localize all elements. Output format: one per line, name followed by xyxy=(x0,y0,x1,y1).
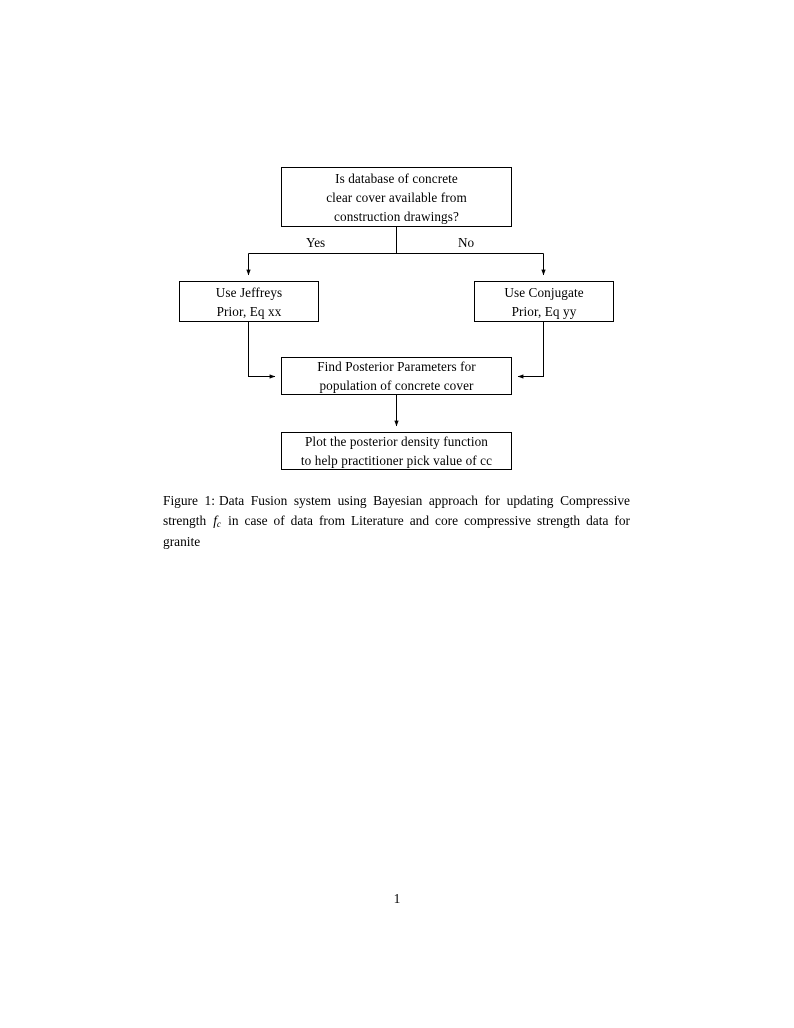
flow-node-find-posterior-parameters[interactable]: Find Posterior Parameters for population… xyxy=(281,357,512,395)
flow-node-jeffreys-prior[interactable]: Use Jeffreys Prior, Eq xx xyxy=(179,281,319,322)
node-question-line-3: construction drawings? xyxy=(334,208,459,224)
math-symbol-base: f xyxy=(213,513,217,529)
flowchart-connectors xyxy=(246,227,546,427)
figure-caption-math-symbol: fc xyxy=(212,513,222,531)
figure-caption-text-part-2: in case of data from Literature and core… xyxy=(163,513,630,550)
flow-node-plot-posterior-density[interactable]: Plot the posterior density function to h… xyxy=(281,432,512,470)
flow-node-conjugate-prior[interactable]: Use Conjugate Prior, Eq yy xyxy=(474,281,614,322)
figure-1-flowchart: Is database of concrete clear cover avai… xyxy=(0,0,794,490)
node-conjugate-line-1: Use Conjugate xyxy=(504,284,584,300)
page-number: 1 xyxy=(393,891,401,906)
figure-caption-label: Figure 1: xyxy=(163,493,215,508)
node-question-line-1: Is database of concrete xyxy=(335,170,458,186)
node-posterior-line-1: Find Posterior Parameters for xyxy=(317,359,476,374)
edge-label-yes: Yes xyxy=(306,235,326,250)
figure-caption-text-part-1: Data Fusion system using Bayesian approa… xyxy=(163,493,630,529)
figure-caption: Figure 1:Data Fusion system using Bayesi… xyxy=(163,491,630,552)
math-symbol-subscript: c xyxy=(216,520,222,531)
edge-label-no: No xyxy=(458,235,475,250)
node-question-line-2: clear cover available from xyxy=(326,189,467,205)
node-plot-line-2: to help practitioner pick value of cc xyxy=(300,453,493,468)
node-jeffreys-line-1: Use Jeffreys xyxy=(215,284,283,300)
node-jeffreys-line-2: Prior, Eq xx xyxy=(216,303,282,319)
node-conjugate-line-2: Prior, Eq yy xyxy=(511,303,577,319)
edge-jeffreys-to-posterior xyxy=(248,322,276,379)
edge-conjugate-to-posterior xyxy=(517,322,544,379)
node-posterior-line-2: population of concrete cover xyxy=(319,378,474,393)
node-plot-line-1: Plot the posterior density function xyxy=(305,434,488,449)
flow-node-question[interactable]: Is database of concrete clear cover avai… xyxy=(281,167,512,227)
